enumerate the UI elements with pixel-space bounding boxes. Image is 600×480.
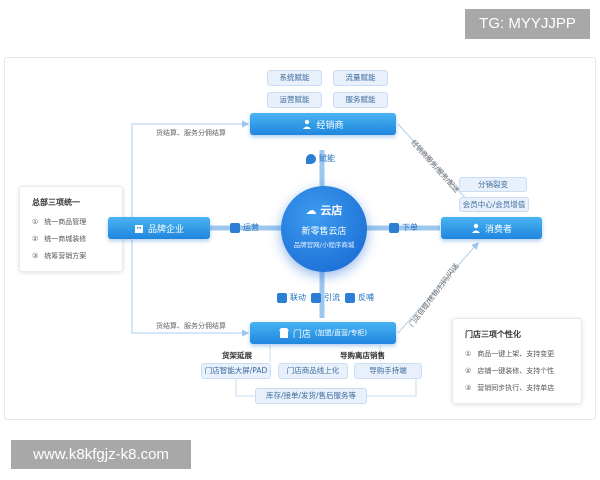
- distributor-label: 经销商: [316, 120, 344, 131]
- distributor-tag: 服务赋能: [333, 92, 388, 108]
- bottom-item: 导购手持端: [354, 363, 422, 379]
- store-sublabel: (加盟/直营/专柜): [314, 329, 368, 337]
- order-icon: [389, 222, 399, 233]
- hq-panel-title: 总部三项统一: [32, 198, 80, 207]
- brand-label: 品牌企业: [147, 224, 184, 235]
- traffic-action: 引流: [311, 292, 340, 303]
- shelf-extension-title: 货架延展: [222, 351, 252, 360]
- distributor-tag: 流量赋能: [333, 70, 388, 86]
- store-node: 门店(加盟/直营/专柜): [250, 322, 396, 344]
- settlement-top: 货结算、服务分佣结算: [156, 129, 226, 137]
- store-panel-title: 门店三项个性化: [465, 330, 521, 339]
- center-subtitle: 品牌官网/小程序商城: [293, 241, 355, 249]
- store-icon: [278, 328, 289, 338]
- operate-label: 运营: [230, 222, 259, 233]
- empower-label: 赋能: [306, 153, 335, 164]
- brand-node: 品牌企业: [108, 217, 210, 239]
- bottom-footer: 库存/接单/发货/售后服务等: [255, 388, 367, 404]
- bottom-item: 门店智能大屏/PAD: [201, 363, 271, 379]
- empower-icon: [306, 153, 316, 164]
- bottom-watermark: www.k8kfgjz-k8.com: [11, 440, 191, 469]
- feedback-icon: [345, 292, 355, 303]
- chart-icon: [230, 222, 240, 233]
- traffic-icon: [311, 292, 321, 303]
- order-label: 下单: [389, 222, 418, 233]
- distributor-tag: 运营赋能: [267, 92, 322, 108]
- feedback-action: 反哺: [345, 292, 374, 303]
- distributor-tag: 系统赋能: [267, 70, 322, 86]
- user-icon: [471, 223, 480, 233]
- distributor-node: 经销商: [250, 113, 396, 135]
- consumer-node: 消费者: [441, 217, 542, 239]
- consumer-tag: 会员中心/会员增值: [459, 197, 529, 212]
- cloud-icon: ☁: [305, 204, 317, 217]
- consumer-tag: 分销裂变: [459, 177, 527, 192]
- link-action: 联动: [277, 292, 306, 303]
- bottom-item: 门店商品线上化: [278, 363, 348, 379]
- center-title: 新零售云店: [301, 227, 347, 237]
- center-logo: ☁ 云店: [305, 204, 343, 217]
- settlement-bottom: 货结算、服务分佣结算: [156, 322, 226, 330]
- building-icon: [134, 225, 143, 233]
- top-watermark: TG: MYYJJPP: [465, 9, 590, 39]
- center-cloud-store: ☁ 云店 新零售云店 品牌官网/小程序商城: [281, 186, 367, 272]
- store-label: 门店: [292, 329, 311, 340]
- person-icon: [303, 119, 312, 129]
- consumer-label: 消费者: [484, 224, 512, 235]
- guide-sales-title: 导购离店销售: [340, 351, 385, 360]
- link-icon: [277, 292, 287, 303]
